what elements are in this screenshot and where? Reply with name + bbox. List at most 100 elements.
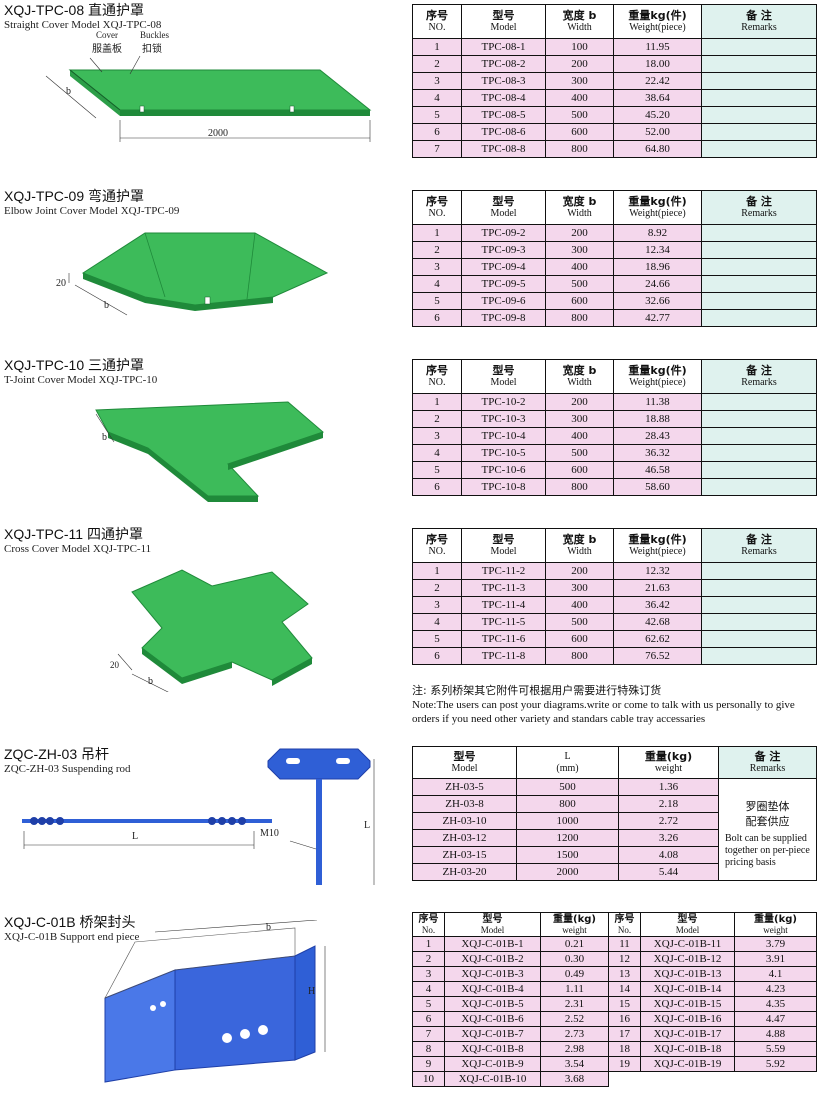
end-piece-diagram xyxy=(104,920,326,1083)
tpc10-title: XQJ-TPC-10 三通护罩 xyxy=(4,357,145,373)
tpc08-buckles-zh: 扣锁 xyxy=(142,44,162,55)
col-weight: 重量(kg)weight xyxy=(540,912,609,937)
elbow-cover-diagram xyxy=(68,232,329,316)
end-piece-h-label: H xyxy=(308,986,316,997)
remark-zh-2: 配套供应 xyxy=(745,815,790,828)
tpc08-buckles-en: Buckles xyxy=(140,30,169,40)
zh03-title: ZQC-ZH-03 吊杆 xyxy=(4,746,109,762)
cross-cover-diagram xyxy=(117,569,313,692)
col-weight: 重量kg(件)Weight(piece) xyxy=(613,359,702,394)
col-weight: 重量kg(件)Weight(piece) xyxy=(613,4,702,39)
col-weight: 重量kg(件)Weight(piece) xyxy=(613,528,702,563)
remark-zh-1: 罗圈垫体 xyxy=(745,800,790,813)
rod-m10-label: M10 xyxy=(260,828,279,839)
tpc11-subtitle: Cross Cover Model XQJ-TPC-11 xyxy=(4,543,152,555)
remark-en: Bolt can be supplied together on per-pie… xyxy=(725,833,810,868)
tpc11-b-label: b xyxy=(148,676,153,687)
tpc08-cover-zh: 服盖板 xyxy=(92,44,122,55)
t-joint-cover-diagram xyxy=(95,401,324,502)
rod-length-label: L xyxy=(132,831,139,842)
tpc11-title: XQJ-TPC-11 四通护罩 xyxy=(4,526,143,542)
note-en: Note:The users can post your diagrams.wr… xyxy=(412,699,795,725)
tpc08-subtitle: Straight Cover Model XQJ-TPC-08 xyxy=(4,19,162,31)
suspending-rod-diagram xyxy=(22,748,375,885)
rod-remark-cell: 罗圈垫体 配套供应 Bolt can be supplied together … xyxy=(718,778,817,881)
note-zh: 注: 系列桥架其它附件可根据用户需要进行特殊订货 xyxy=(412,684,662,697)
zh03-subtitle: ZQC-ZH-03 Suspending rod xyxy=(4,763,131,775)
tpc08-b-label: b xyxy=(66,86,71,97)
col-weight: 重量kg(件)Weight(piece) xyxy=(613,190,702,225)
c01b-title: XQJ-C-01B 桥架封头 xyxy=(4,914,136,930)
c01b-subtitle: XQJ-C-01B Support end piece xyxy=(4,931,140,943)
tpc10-subtitle: T-Joint Cover Model XQJ-TPC-10 xyxy=(4,374,158,386)
straight-cover-diagram xyxy=(45,55,372,142)
tpc09-subtitle: Elbow Joint Cover Model XQJ-TPC-09 xyxy=(4,205,180,217)
tpc08-cover-en: Cover xyxy=(96,30,118,40)
accessories-note: 注: 系列桥架其它附件可根据用户需要进行特殊订货 Note:The users … xyxy=(412,684,816,726)
tpc11-h-label: 20 xyxy=(110,660,119,670)
rod-vertical-length-label: L xyxy=(364,820,371,831)
col-weight: 重量(kg)weight xyxy=(618,746,719,779)
col-weight-2: 重量(kg)weight xyxy=(734,912,817,937)
tpc08-length-label: 2000 xyxy=(208,128,228,139)
tpc09-h-label: 20 xyxy=(56,278,66,289)
